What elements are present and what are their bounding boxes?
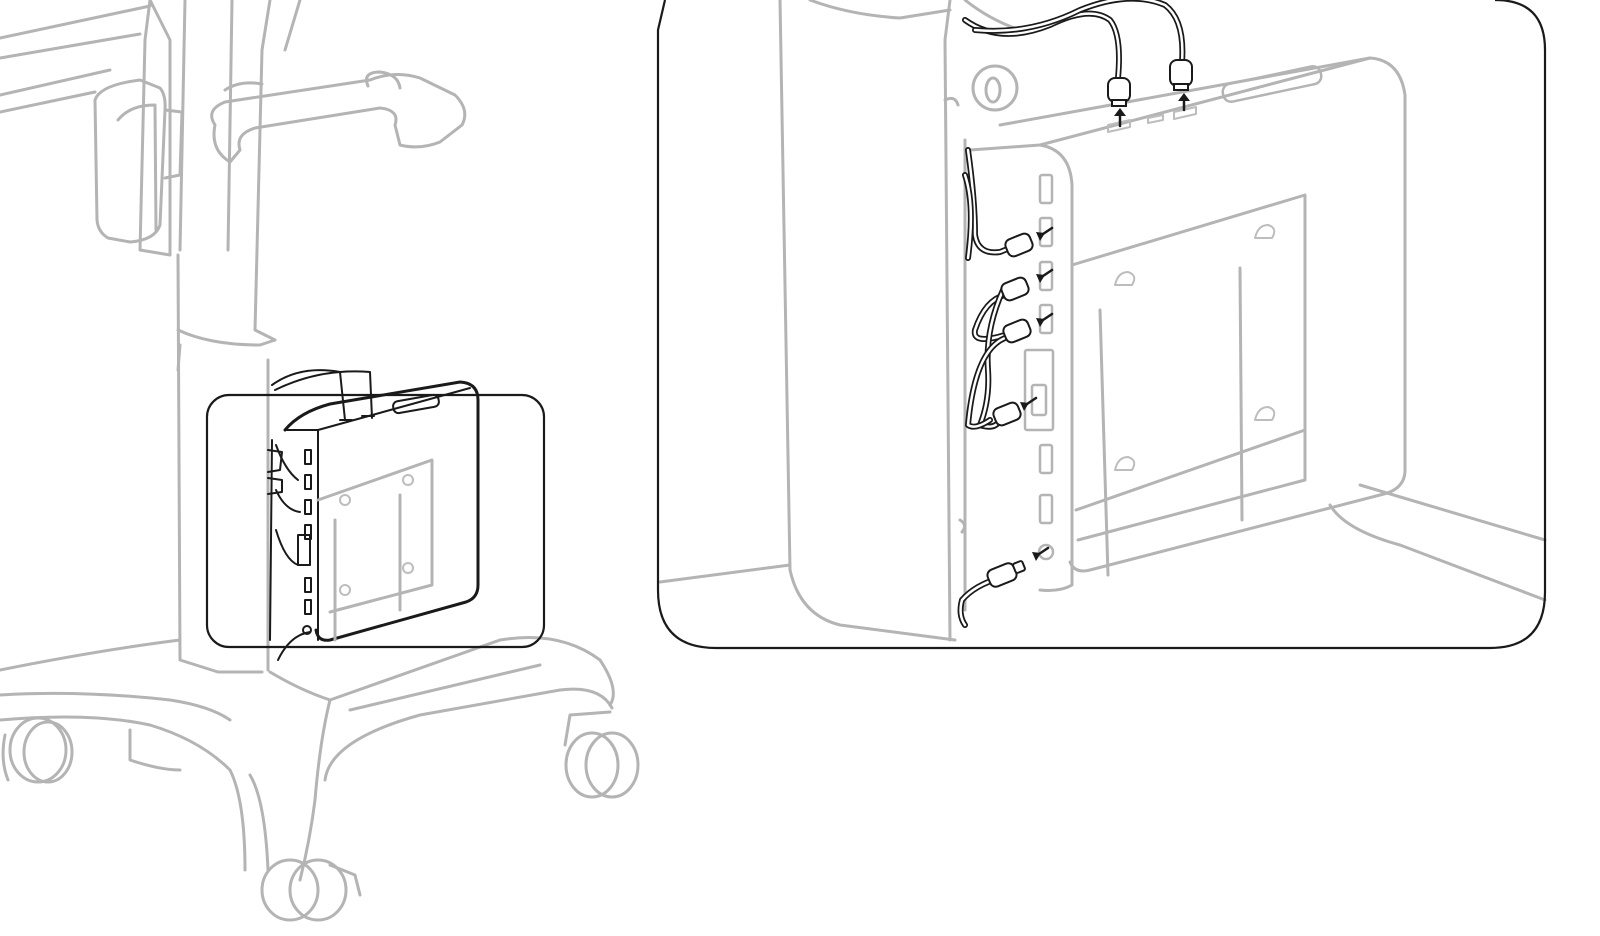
- cart-box-side-ports: [297, 449, 312, 635]
- cart-handle-bar: [0, 4, 152, 114]
- detail-side-cables: [957, 147, 1013, 628]
- cart-base: [0, 636, 615, 882]
- detail-top-cables: [962, 0, 1186, 81]
- arrow-icon: [1114, 108, 1126, 128]
- arrow-icon: [1020, 396, 1038, 411]
- detail-column: [778, 0, 1022, 642]
- arrow-icon: [1036, 268, 1054, 283]
- detail-view: [656, 0, 1547, 650]
- plug-icon: [1169, 59, 1193, 91]
- arrow-icon: [1036, 312, 1054, 327]
- cart-overview: [0, 0, 640, 922]
- detail-side-ports: [1023, 173, 1055, 561]
- cart-upper-column: [138, 0, 302, 342]
- caster-right: [563, 710, 640, 799]
- probe-holder: [93, 78, 184, 244]
- caster-bottom: [260, 858, 362, 922]
- plug-icon: [986, 560, 1026, 588]
- detail-top-ports: [1107, 106, 1197, 133]
- plug-icon: [1107, 77, 1131, 107]
- caster-left: [1, 716, 74, 784]
- detail-floor: [658, 483, 1547, 602]
- plug-icon: [1000, 276, 1030, 302]
- cart-loop-handle: [210, 70, 467, 164]
- cart-control-box: [283, 380, 480, 642]
- arrow-icon: [1178, 93, 1190, 112]
- cart-main-column: [176, 253, 277, 674]
- cart-cables: [267, 369, 375, 661]
- plug-icon: [992, 401, 1022, 427]
- detail-callout-frame: [656, 0, 1547, 650]
- keyhole-slots: [1114, 224, 1276, 471]
- plug-icon: [1002, 318, 1032, 344]
- overview-callout-frame: [205, 393, 546, 649]
- plug-icon: [1004, 232, 1034, 258]
- detail-control-box: [963, 56, 1407, 612]
- arrow-icon: [1036, 226, 1054, 241]
- arrow-icon: [1032, 546, 1050, 561]
